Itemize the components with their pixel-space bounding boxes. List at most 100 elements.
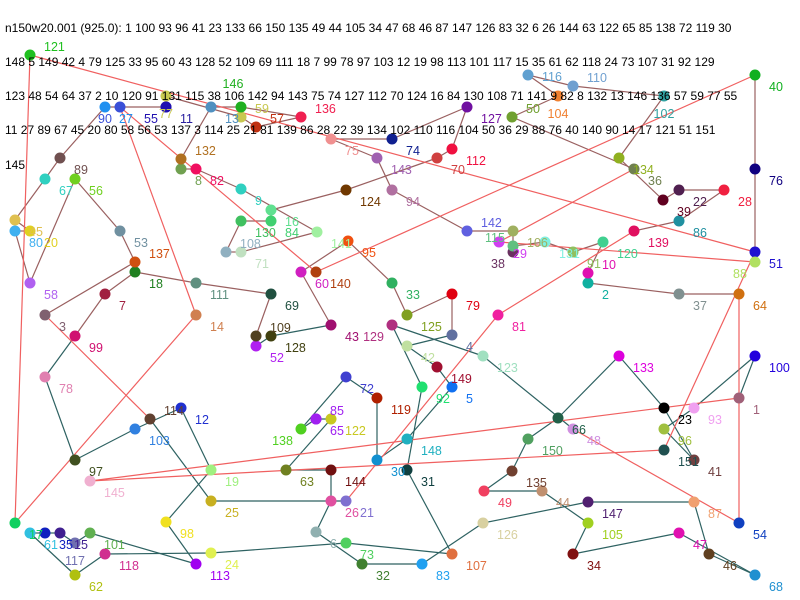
node-label: 10 xyxy=(602,258,616,272)
node-label: 9 xyxy=(255,194,262,208)
node-label: 116 xyxy=(542,70,562,84)
node-2 xyxy=(582,277,594,289)
node-label: 39 xyxy=(677,205,691,219)
node-label: 43 xyxy=(345,330,359,344)
tour-edge xyxy=(180,407,212,471)
node-label: 99 xyxy=(89,341,103,355)
node-label: 8 xyxy=(195,174,202,188)
node-label: 54 xyxy=(753,528,767,542)
node-label: 68 xyxy=(769,580,783,594)
tour-edge xyxy=(165,469,212,523)
node-label: 24 xyxy=(225,558,239,572)
node-label: 137 xyxy=(149,247,170,261)
tour-edge xyxy=(14,230,31,284)
tour-edge xyxy=(255,293,272,337)
node-label: 13 xyxy=(225,112,239,126)
node-label: 59 xyxy=(255,102,269,116)
node-144 xyxy=(325,464,337,476)
node-53 xyxy=(114,225,126,237)
node-79 xyxy=(446,288,458,300)
node-label: 3 xyxy=(59,320,66,334)
tour-edge xyxy=(678,532,756,576)
node-86 xyxy=(673,215,685,227)
node-123 xyxy=(477,350,489,362)
tour-edge xyxy=(663,251,756,451)
tour-edge xyxy=(738,355,756,399)
node-117 xyxy=(69,537,81,549)
node-52 xyxy=(250,340,262,352)
node-label: 52 xyxy=(270,351,284,365)
node-label: 56 xyxy=(89,184,103,198)
tour-edge xyxy=(29,532,76,576)
node-108 xyxy=(220,246,232,258)
node-23 xyxy=(658,402,670,414)
node-label: 90 xyxy=(98,112,112,126)
node-label: 135 xyxy=(526,476,547,490)
node-label: 103 xyxy=(149,434,170,448)
node-label: 140 xyxy=(330,277,351,291)
tour-edge xyxy=(527,74,574,87)
node-142 xyxy=(461,225,473,237)
header-line: 148 5 149 42 4 79 125 33 95 60 43 128 52… xyxy=(5,55,715,70)
tour-edge xyxy=(497,230,635,316)
node-label: 69 xyxy=(285,299,299,313)
tour-edges xyxy=(14,54,756,576)
node-label: 46 xyxy=(723,559,737,573)
node-32 xyxy=(356,558,368,570)
node-31 xyxy=(401,464,413,476)
node-label: 2 xyxy=(602,288,609,302)
node-label: 80 xyxy=(29,236,43,250)
node-150 xyxy=(522,433,534,445)
node-label: 17 xyxy=(29,528,43,542)
node-106 xyxy=(507,225,519,237)
node-119 xyxy=(371,392,383,404)
node-66 xyxy=(552,412,564,424)
node-label: 131 xyxy=(559,247,580,261)
node-label: 32 xyxy=(376,569,390,583)
tour-edge xyxy=(300,240,349,273)
node-95 xyxy=(342,235,354,247)
node-113 xyxy=(190,558,202,570)
node-77 xyxy=(160,90,172,102)
node-label: 66 xyxy=(572,423,586,437)
node-label: 120 xyxy=(617,247,638,261)
node-57 xyxy=(250,121,262,133)
tour-edge xyxy=(572,532,680,555)
node-label: 88 xyxy=(733,267,747,281)
tour-edge xyxy=(285,418,332,471)
node-label: 114 xyxy=(164,404,184,418)
tour-edge xyxy=(527,74,559,97)
node-label: 125 xyxy=(421,320,442,334)
node-90 xyxy=(114,101,126,113)
node-label: 128 xyxy=(285,341,306,355)
tour-edge xyxy=(483,470,513,492)
tour-edge xyxy=(14,54,31,524)
tour-edge xyxy=(511,95,559,118)
node-64 xyxy=(733,288,745,300)
node-label: 149 xyxy=(451,372,472,386)
node-label: 138 xyxy=(272,434,293,448)
node-label: 70 xyxy=(451,163,465,177)
node-label: 98 xyxy=(180,527,194,541)
node-9 xyxy=(235,183,247,195)
node-96 xyxy=(658,423,670,435)
node-label: 143 xyxy=(391,163,412,177)
node-label: 1 xyxy=(753,403,760,417)
node-label: 57 xyxy=(270,112,284,126)
node-131 xyxy=(539,236,551,248)
tour-edge xyxy=(451,106,468,150)
node-label: 111 xyxy=(210,288,229,302)
node-42 xyxy=(401,340,413,352)
tour-edge xyxy=(74,553,106,576)
node-41 xyxy=(688,454,700,466)
node-105 xyxy=(582,517,594,529)
node-label: 63 xyxy=(300,475,314,489)
node-label: 110 xyxy=(587,71,607,85)
node-74 xyxy=(386,133,398,145)
node-19 xyxy=(205,464,217,476)
node-16 xyxy=(265,204,277,216)
tour-edge xyxy=(663,428,695,461)
node-7 xyxy=(99,288,111,300)
node-116 xyxy=(522,69,534,81)
